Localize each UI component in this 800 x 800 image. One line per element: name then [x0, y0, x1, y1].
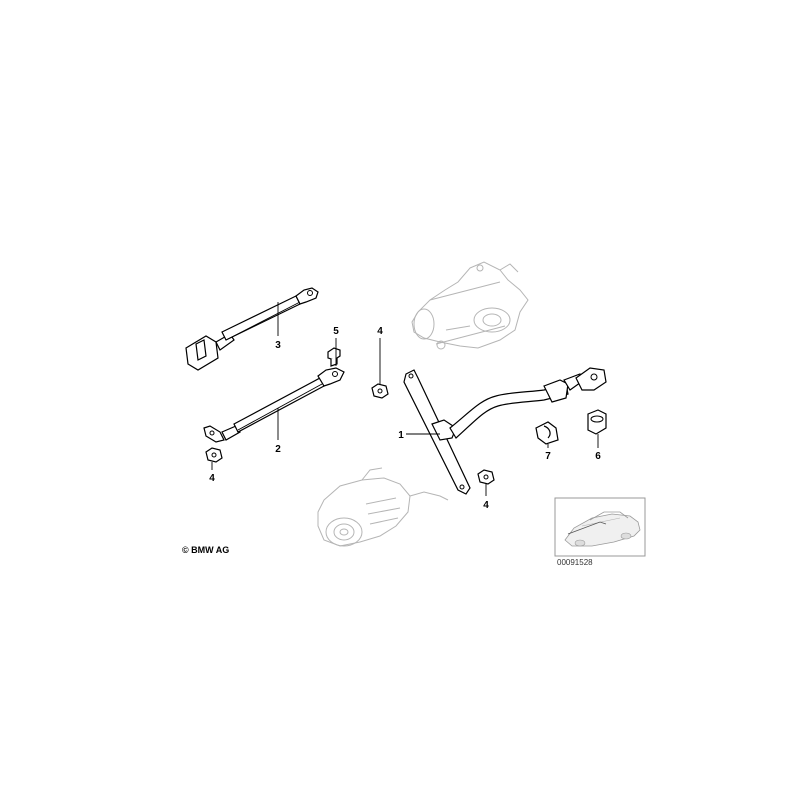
- part-1-ground-cable[interactable]: [403, 367, 607, 495]
- callout-7: 7: [545, 451, 551, 462]
- part-5-bolt[interactable]: [327, 347, 341, 367]
- part-4-nut-middle[interactable]: [371, 383, 389, 399]
- part-3-cable[interactable]: [185, 287, 319, 371]
- callout-2: 2: [275, 444, 281, 455]
- part-7-clip[interactable]: [535, 421, 559, 445]
- callout-1: 1: [398, 430, 404, 441]
- part-4-nut-left[interactable]: [205, 447, 223, 463]
- callout-4-middle: 4: [377, 326, 383, 337]
- callout-3: 3: [275, 340, 281, 351]
- part-2-cable[interactable]: [203, 367, 345, 443]
- alternator-ghost: [317, 467, 449, 547]
- vehicle-thumbnail: [554, 497, 646, 557]
- diagram-reference-number: 00091528: [557, 558, 593, 567]
- callout-6: 6: [595, 451, 601, 462]
- callout-4-lower: 4: [483, 500, 489, 511]
- part-6-grommet[interactable]: [587, 409, 607, 435]
- part-4-nut-lower[interactable]: [477, 469, 495, 485]
- copyright-label: © BMW AG: [182, 545, 229, 555]
- callout-5: 5: [333, 326, 339, 337]
- leader-lines: [211, 302, 599, 496]
- callout-4-left: 4: [209, 473, 215, 484]
- starter-motor-ghost: [411, 261, 529, 350]
